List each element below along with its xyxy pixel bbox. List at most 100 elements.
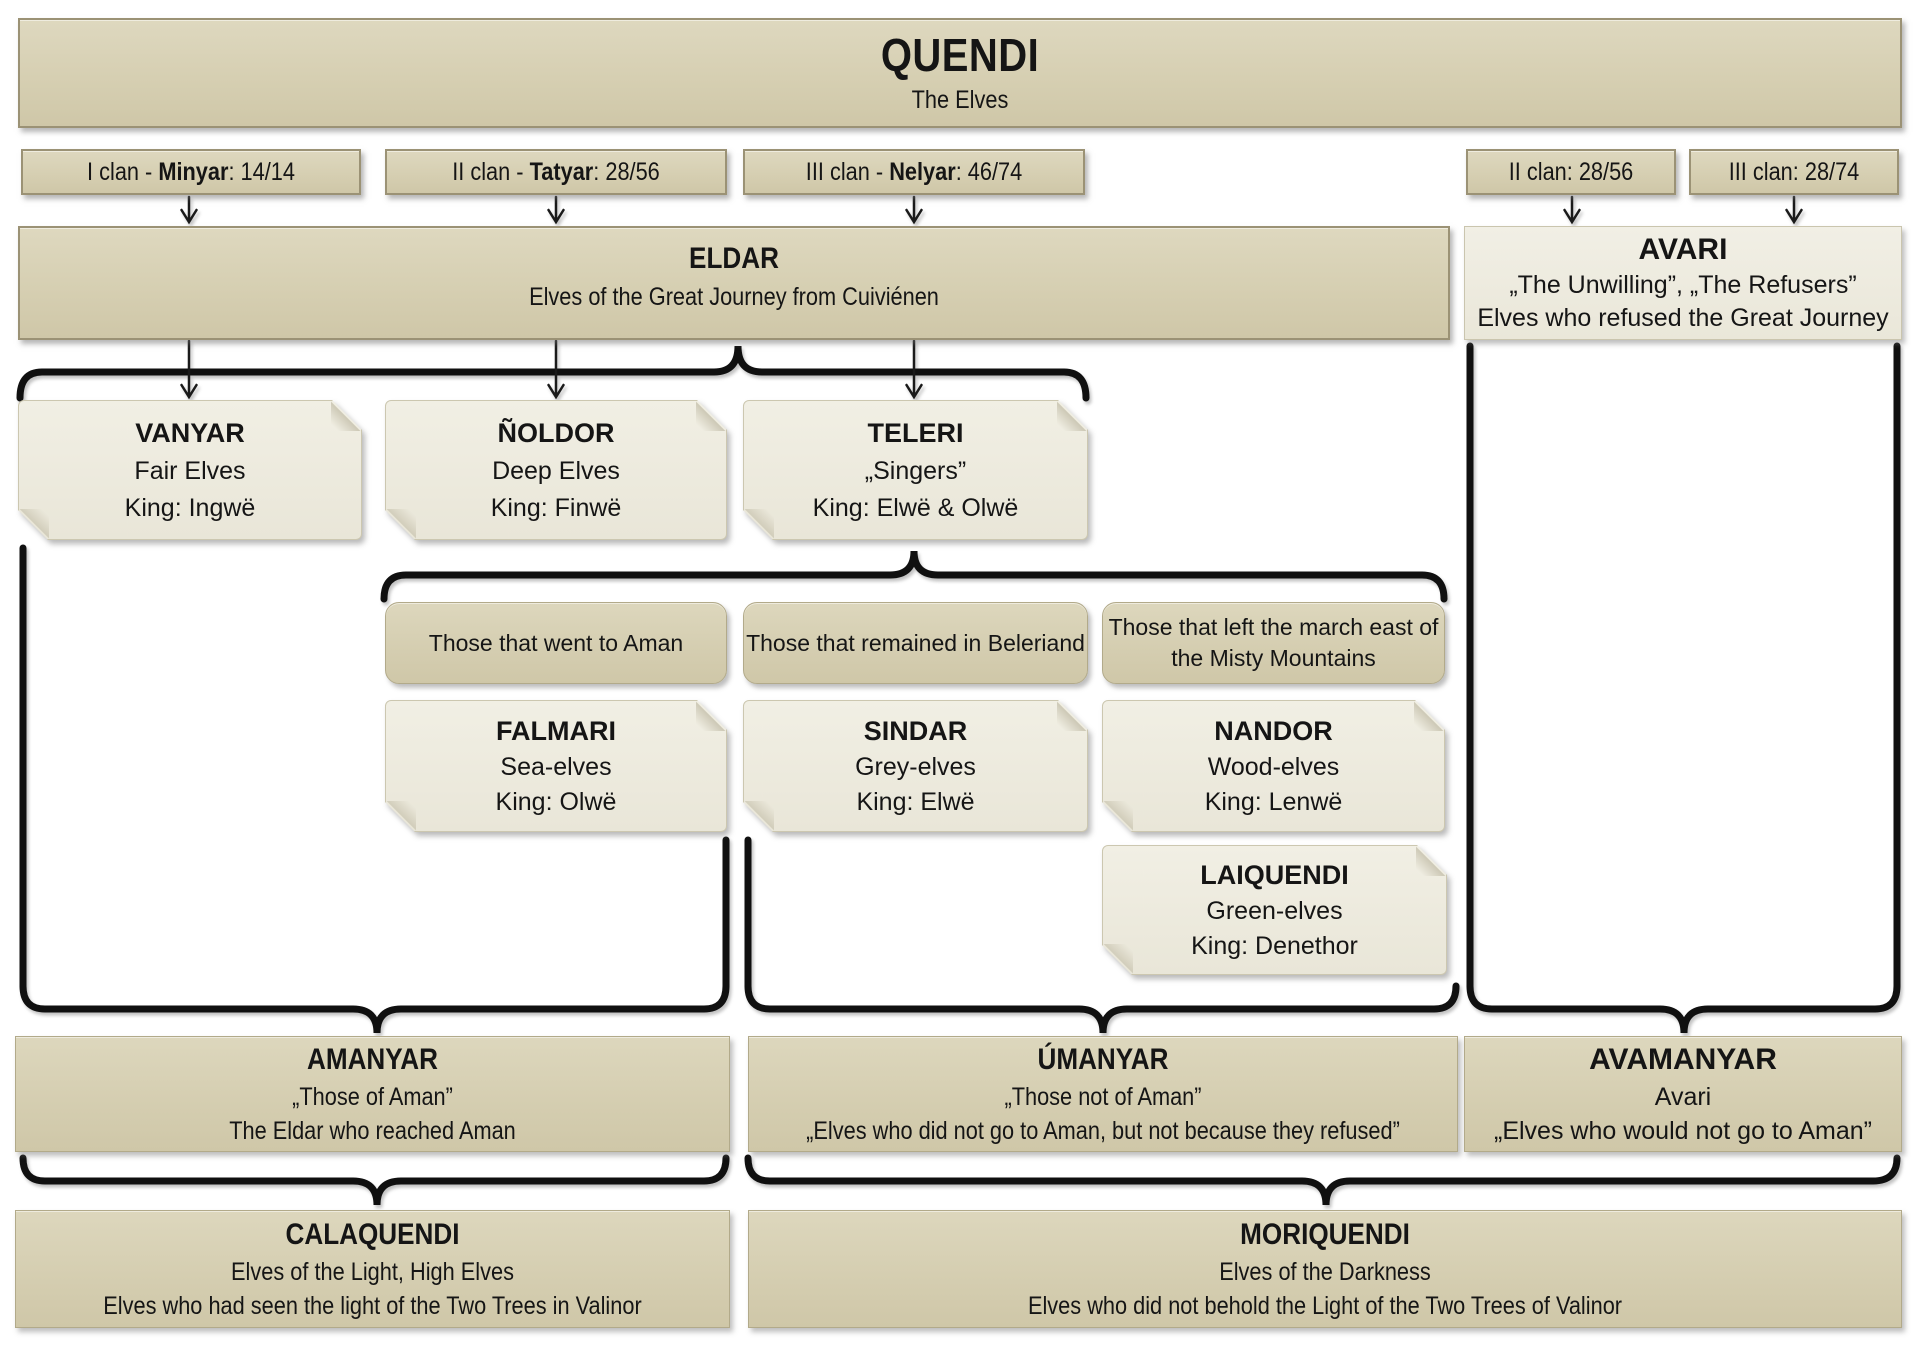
clan-nelyar-name: Nelyar	[889, 158, 956, 186]
kindred-arrows	[180, 339, 923, 400]
avari-iiclan-box: II clan: 28/56	[1466, 149, 1676, 195]
brace-calaquendi	[19, 1154, 730, 1206]
avari-iiiclan-box: III clan: 28/74	[1689, 149, 1899, 195]
eldar-subtitle: Elves of the Great Journey from Cuiviéne…	[529, 283, 939, 311]
amanyar-title: AMANYAR	[306, 1043, 438, 1076]
calaquendi-line1: Elves of the Light, High Elves	[231, 1258, 514, 1286]
arrow-iiclan-avari	[1563, 195, 1581, 225]
arrow-eldar-noldor	[547, 339, 565, 400]
arrow-tatyar-eldar	[547, 195, 565, 225]
moriquendi-text: MORIQUENDI Elves of the Darkness Elves w…	[824, 1215, 1826, 1323]
eldar-text: ELDAR Elves of the Great Journey from Cu…	[113, 238, 1355, 315]
nandor-box: NANDOR Wood-elves King: Lenwë	[1102, 700, 1445, 832]
fate-aman-label: Those that went to Aman	[428, 629, 684, 656]
laiquendi-title: LAIQUENDI	[1200, 860, 1349, 890]
noldor-title: ÑOLDOR	[497, 418, 615, 448]
clan-minyar-line: I clan - Minyar: 14/14	[87, 157, 295, 187]
avamanyar-line2: „Elves who would not go to Aman”	[1494, 1117, 1872, 1145]
falmari-text: FALMARI Sea-elves King: Olwë	[386, 712, 726, 820]
avari-box: AVARI „The Unwilling”, „The Refusers” El…	[1464, 226, 1902, 340]
arrow-iiiclan-avari	[1785, 195, 1803, 225]
sindar-box: SINDAR Grey-elves King: Elwë	[743, 700, 1088, 832]
eldar-title: ELDAR	[689, 242, 779, 275]
noldor-box: ÑOLDOR Deep Elves King: Finwë	[385, 400, 727, 540]
umanyar-title: ÚMANYAR	[1037, 1043, 1169, 1076]
fate-beleriand-label: Those that remained in Beleriand	[746, 629, 1085, 656]
clan-nelyar-line: III clan - Nelyar: 46/74	[806, 157, 1022, 187]
avari-text: AVARI „The Unwilling”, „The Refusers” El…	[1465, 231, 1901, 335]
brace-umanyar	[744, 982, 1460, 1034]
avari-line1: „The Unwilling”, „The Refusers”	[1509, 271, 1857, 299]
vanyar-line1: Fair Elves	[134, 457, 246, 485]
clan-minyar-prefix: I clan -	[87, 158, 159, 186]
arrow-minyar-eldar	[180, 195, 198, 225]
moriquendi-title: MORIQUENDI	[1240, 1218, 1410, 1251]
gathering-braces	[19, 982, 1901, 1206]
avamanyar-box: AVAMANYAR Avari „Elves who would not go …	[1464, 1036, 1902, 1152]
descent-lines	[19, 342, 1901, 990]
clan-tatyar-prefix: II clan -	[452, 158, 530, 186]
umanyar-line2: „Elves who did not go to Aman, but not b…	[806, 1117, 1400, 1145]
clan-minyar-count: : 14/14	[228, 158, 295, 186]
laiquendi-box: LAIQUENDI Green-elves King: Denethor	[1102, 845, 1447, 975]
calaquendi-box: CALAQUENDI Elves of the Light, High Elve…	[15, 1210, 730, 1328]
nandor-line2: King: Lenwë	[1204, 788, 1343, 816]
fate-beleriand-box: Those that remained in Beleriand	[743, 602, 1088, 684]
laiquendi-line2: King: Denethor	[1191, 932, 1358, 960]
clan-arrows	[180, 195, 1803, 225]
brace-teleri-fates	[380, 550, 1448, 603]
amanyar-box: AMANYAR „Those of Aman” The Eldar who re…	[15, 1036, 730, 1152]
quendi-title: QUENDI	[880, 29, 1040, 81]
teleri-line1: „Singers”	[864, 457, 967, 485]
quendi-text: QUENDI The Elves	[142, 28, 1778, 118]
avari-title: AVARI	[1638, 233, 1728, 266]
sindar-text: SINDAR Grey-elves King: Elwë	[744, 712, 1087, 820]
teleri-text: TELERI „Singers” King: Elwë & Olwë	[744, 413, 1087, 527]
teleri-box: TELERI „Singers” King: Elwë & Olwë	[743, 400, 1088, 540]
brace-eldar-kindreds	[16, 345, 1090, 402]
clan-minyar-name: Minyar	[158, 158, 229, 186]
moriquendi-line1: Elves of the Darkness	[1219, 1258, 1431, 1286]
sindar-line1: Grey-elves	[855, 753, 976, 781]
falmari-line2: King: Olwë	[495, 788, 617, 816]
brace-avamanyar	[1466, 982, 1901, 1034]
fate-misty-label: Those that left the march east of the Mi…	[1108, 614, 1439, 671]
vanyar-line2: King: Ingwë	[124, 494, 256, 522]
clan-minyar-label: I clan - Minyar: 14/14	[45, 157, 337, 187]
calaquendi-text: CALAQUENDI Elves of the Light, High Elve…	[62, 1215, 682, 1323]
teleri-title: TELERI	[867, 418, 964, 448]
clan-nelyar-box: III clan - Nelyar: 46/74	[743, 149, 1085, 195]
clan-nelyar-prefix: III clan -	[805, 158, 890, 186]
nandor-line1: Wood-elves	[1207, 753, 1340, 781]
falmari-title: FALMARI	[496, 716, 616, 746]
arrow-eldar-teleri	[905, 339, 923, 400]
moriquendi-box: MORIQUENDI Elves of the Darkness Elves w…	[748, 1210, 1902, 1328]
clan-nelyar-count: : 46/74	[955, 158, 1023, 186]
amanyar-line2: The Eldar who reached Aman	[229, 1117, 516, 1145]
quendi-subtitle: The Elves	[911, 86, 1009, 114]
noldor-text: ÑOLDOR Deep Elves King: Finwë	[386, 413, 726, 527]
avari-line2: Elves who refused the Great Journey	[1477, 304, 1889, 332]
vanyar-text: VANYAR Fair Elves King: Ingwë	[19, 413, 361, 527]
avamanyar-line1: Avari	[1654, 1083, 1712, 1111]
clan-tatyar-name: Tatyar	[529, 158, 594, 186]
clan-minyar-box: I clan - Minyar: 14/14	[21, 149, 361, 195]
arrow-eldar-vanyar	[180, 339, 198, 400]
arrow-nelyar-eldar	[905, 195, 923, 225]
sindar-line2: King: Elwë	[856, 788, 975, 816]
noldor-line2: King: Finwë	[490, 494, 622, 522]
nandor-title: NANDOR	[1214, 716, 1333, 746]
teleri-line2: King: Elwë & Olwë	[812, 494, 1019, 522]
clan-tatyar-box: II clan - Tatyar: 28/56	[385, 149, 727, 195]
avari-iiclan-label: II clan: 28/56	[1508, 158, 1634, 186]
amanyar-line1: „Those of Aman”	[292, 1083, 453, 1111]
brace-amanyar	[19, 982, 730, 1034]
brace-moriquendi	[744, 1154, 1901, 1206]
clan-nelyar-label: III clan - Nelyar: 46/74	[767, 157, 1061, 187]
sindar-title: SINDAR	[863, 716, 968, 746]
avamanyar-title: AVAMANYAR	[1589, 1043, 1777, 1076]
amanyar-text: AMANYAR „Those of Aman” The Eldar who re…	[62, 1040, 682, 1148]
calaquendi-title: CALAQUENDI	[285, 1218, 460, 1251]
umanyar-box: ÚMANYAR „Those not of Aman” „Elves who d…	[748, 1036, 1458, 1152]
